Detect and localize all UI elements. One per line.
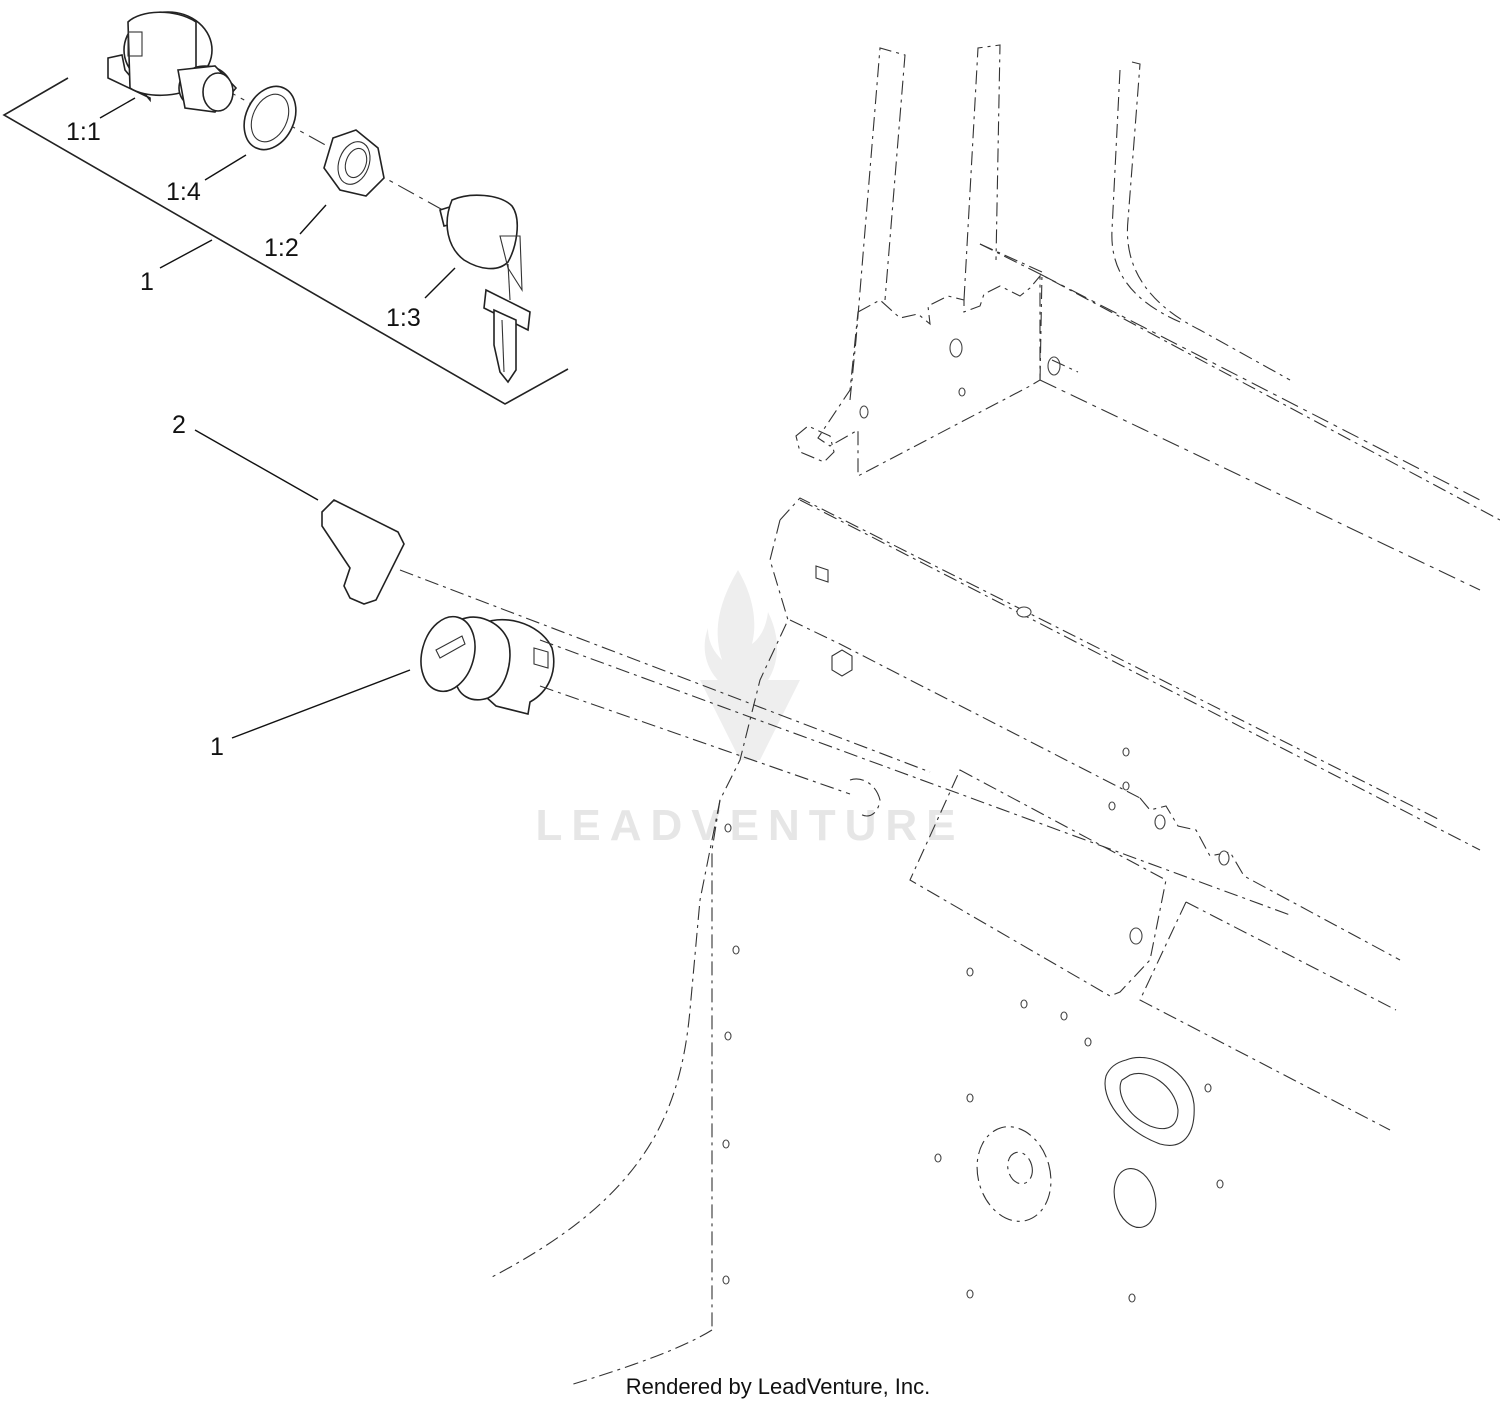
leader-1-1 bbox=[99, 97, 136, 119]
callout-1-installed: 1 bbox=[210, 733, 224, 761]
assembly-bracket bbox=[2, 77, 569, 405]
watermark-flame-logo bbox=[700, 570, 800, 760]
machine-frame bbox=[489, 44, 1500, 1386]
leader-2 bbox=[194, 429, 319, 501]
callout-2: 2 bbox=[172, 411, 186, 439]
leader-1-installed bbox=[231, 669, 411, 739]
decal-part: 2 bbox=[172, 411, 931, 773]
decal-install-line bbox=[399, 569, 931, 773]
callout-1-1: 1:1 bbox=[66, 118, 101, 146]
callout-1-3: 1:3 bbox=[386, 304, 421, 332]
callout-1-top: 1 bbox=[140, 268, 154, 296]
leader-1-3 bbox=[424, 267, 456, 299]
leader-1-4 bbox=[204, 154, 247, 181]
callout-1-4: 1:4 bbox=[166, 178, 201, 206]
washer-part bbox=[243, 85, 297, 151]
footer-credit: Rendered by LeadVenture, Inc. bbox=[626, 1374, 931, 1399]
mounting-holes bbox=[722, 747, 1224, 1303]
watermark-brand: LEADVENTURE bbox=[535, 801, 964, 850]
switch-body-part bbox=[107, 11, 238, 113]
exploded-assembly: 1:1 1:4 1:2 1 1:3 bbox=[2, 11, 569, 405]
nut-part bbox=[323, 129, 385, 197]
leader-1-2 bbox=[299, 204, 327, 235]
switch-install-line-lower bbox=[539, 685, 851, 795]
leader-1-top bbox=[159, 239, 213, 269]
switch-installed-part: 1 bbox=[210, 615, 1291, 916]
callout-1-2: 1:2 bbox=[264, 234, 299, 262]
key-part bbox=[439, 194, 531, 384]
switch-install-line-upper bbox=[539, 639, 1291, 916]
watermark: LEADVENTURE bbox=[535, 570, 964, 850]
